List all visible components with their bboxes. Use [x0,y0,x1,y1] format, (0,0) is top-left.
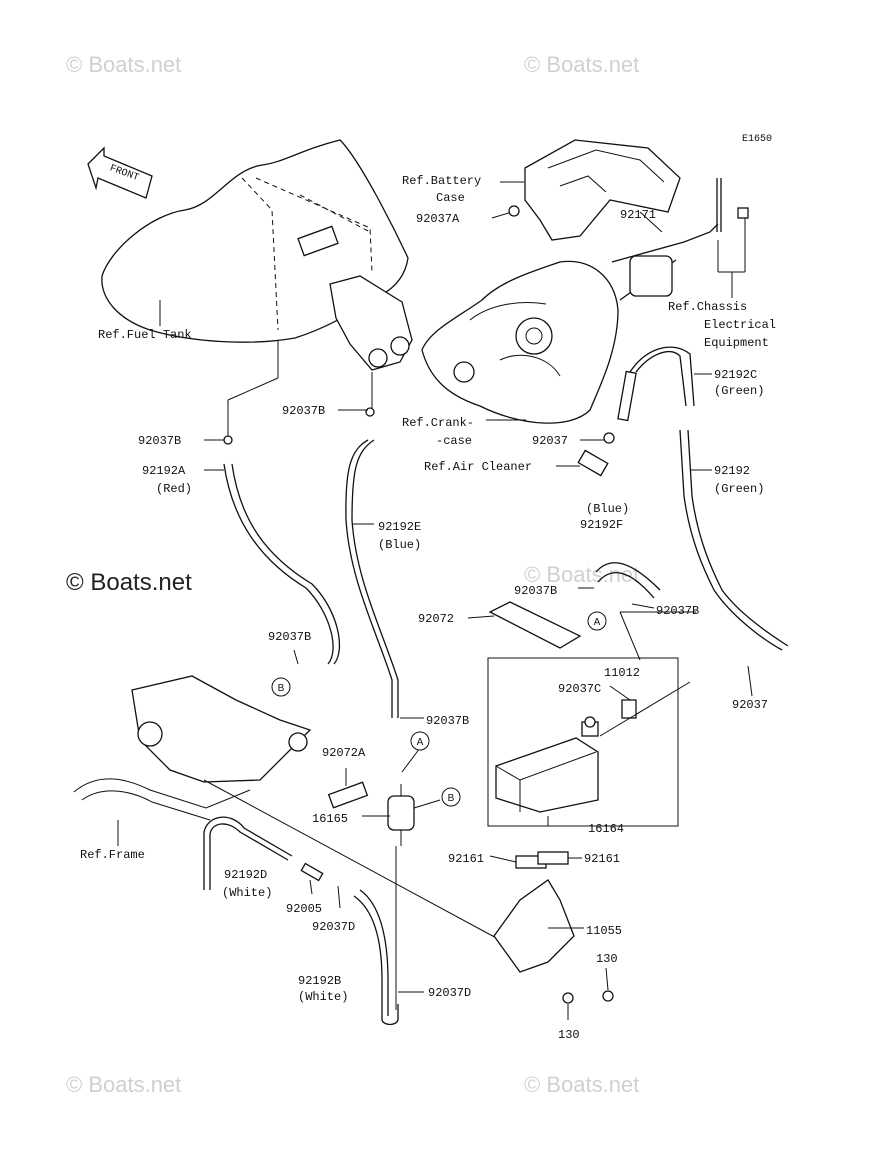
label-16164: 16164 [588,822,624,836]
label-92037B-top: 92037B [282,404,325,418]
label-92037B-center: 92037B [426,714,469,728]
callout-a-lower: A [410,731,430,751]
label-11055: 11055 [586,924,622,938]
crankcase [421,260,619,424]
label-92037-right: 92037 [732,698,768,712]
svg-text:A: A [594,617,601,628]
callout-b-lower: B [441,787,461,807]
label-130-bottom: 130 [558,1028,580,1042]
label-ref-battery-case-1: Ref.Battery [402,174,481,188]
watermark-middle-right: © Boats.net [524,562,639,587]
label-92161-right: 92161 [584,852,620,866]
hose-92192B-white [353,846,399,1026]
label-92192B: 92192B [298,974,341,988]
svg-text:A: A [417,737,424,748]
hose-11012 [599,681,691,737]
label-white-d: (White) [222,886,272,900]
svg-text:B: B [448,793,455,804]
hose-92192D-white [203,816,293,890]
hose-92192-green [679,429,789,651]
hose-92192F-blue [595,562,696,661]
watermark-bottom-right: © Boats.net [524,1072,639,1097]
label-92037-mid: 92037 [532,434,568,448]
strap-92072A [327,781,369,809]
label-ref-crankcase-2: -case [436,434,472,448]
leader-lines [117,181,753,1020]
label-92192C: 92192C [714,368,757,382]
watermark-middle: © Boats.net [66,569,192,596]
hose-92192E-blue [345,372,399,718]
label-green-2: (Green) [714,482,764,496]
label-92192A: 92192A [142,464,186,478]
fitting-92005 [300,862,324,882]
front-arrow-icon: FRONT [87,146,153,199]
clip-92037A [491,205,520,219]
label-ref-air-cleaner: Ref.Air Cleaner [424,460,532,474]
label-red: (Red) [156,482,192,496]
battery-case [524,139,681,241]
filter-16165 [387,747,441,846]
label-92192: 92192 [714,464,750,478]
label-ref-chassis-3: Equipment [704,336,769,350]
hose-92192C-green [617,346,695,422]
label-ref-battery-case-2: Case [436,191,465,205]
label-green-1: (Green) [714,384,764,398]
label-92072: 92072 [418,612,454,626]
diagram-code: E1650 [742,134,772,145]
label-92192F: 92192F [580,518,623,532]
label-92037D-top: 92037D [312,920,355,934]
label-92005: 92005 [286,902,322,916]
label-blue-f: (Blue) [586,502,629,516]
breather-tube-92171 [611,178,749,301]
label-ref-crankcase-1: Ref.Crank- [402,416,474,430]
bracket-11055 [493,851,614,1004]
callout-a-upper: A [587,611,607,631]
label-92192E: 92192E [378,520,421,534]
label-16165: 16165 [312,812,348,826]
clip-92037C [584,716,596,728]
frame [73,675,312,821]
label-92037B-right: 92037B [656,604,699,618]
watermark-bottom-left: © Boats.net [66,1072,181,1097]
svg-text:B: B [278,683,285,694]
label-ref-frame: Ref.Frame [80,848,145,862]
label-92037D-bottom: 92037D [428,986,471,1000]
label-ref-fuel-tank: Ref.Fuel Tank [98,328,192,342]
label-92072A: 92072A [322,746,366,760]
label-11012: 11012 [604,666,640,680]
watermark-top-left: © Boats.net [66,52,181,77]
label-92037B-left: 92037B [138,434,181,448]
strap-92072 [467,601,582,649]
label-ref-chassis-1: Ref.Chassis [668,300,747,314]
callout-b-left: B [271,677,291,697]
label-92037B-f: 92037B [514,584,557,598]
hose-92192A-red [223,340,341,665]
label-92037A: 92037A [416,212,460,226]
fuel-tank-outline [101,139,413,371]
label-92037B-lower-left: 92037B [268,630,311,644]
label-white-b: (White) [298,990,348,1004]
label-92192D: 92192D [224,868,267,882]
label-92161-left: 92161 [448,852,484,866]
label-ref-chassis-2: Electrical [704,318,776,332]
watermark-top-right: © Boats.net [524,52,639,77]
label-92037C: 92037C [558,682,601,696]
label-blue-e: (Blue) [378,538,421,552]
air-cleaner-fitting [577,432,615,477]
label-130-top: 130 [596,952,618,966]
label-92171: 92171 [620,208,656,222]
